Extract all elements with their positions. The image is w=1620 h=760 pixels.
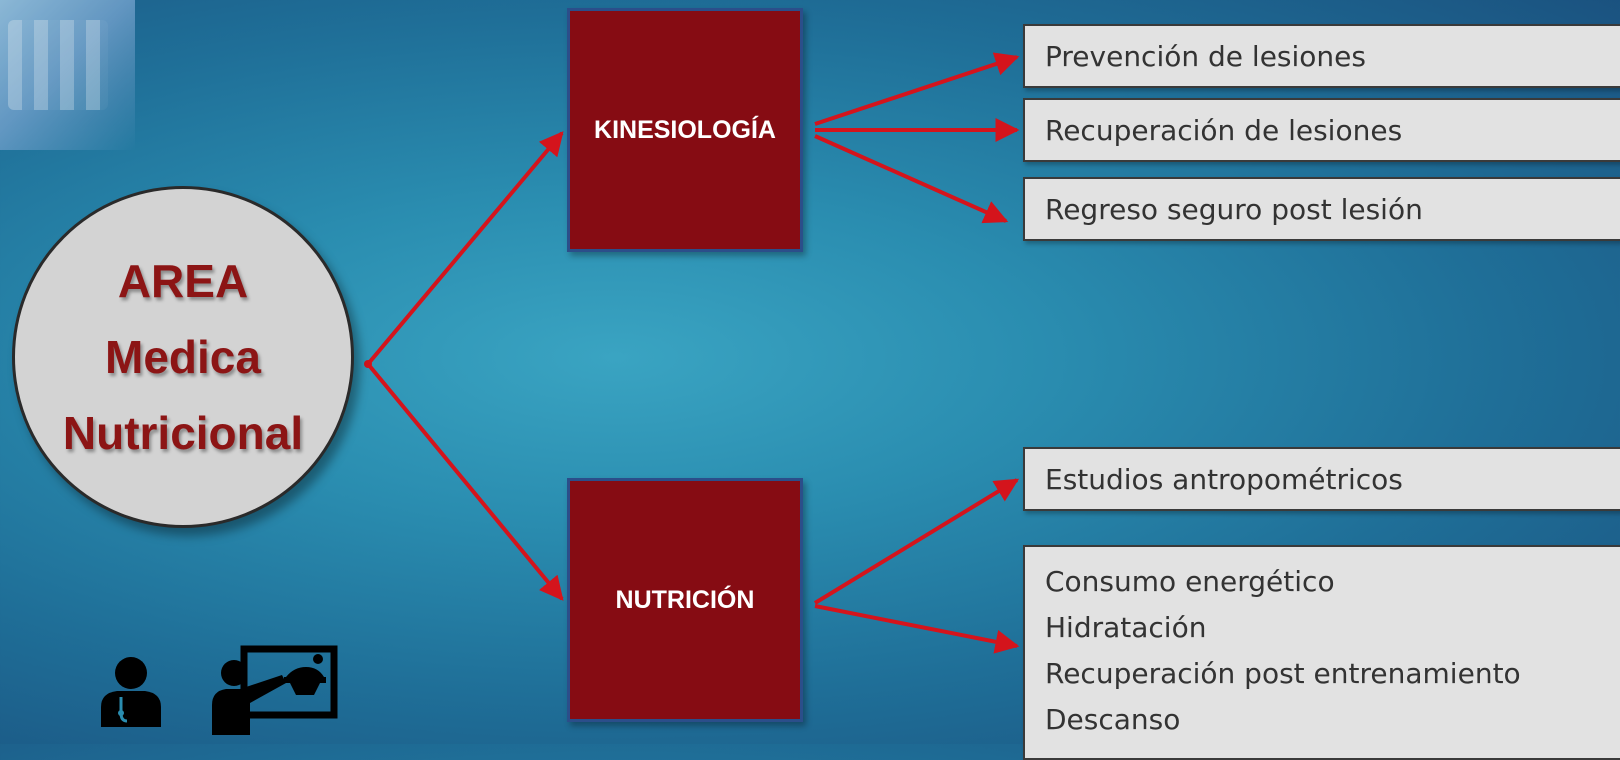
list-item: Consumo energético	[1045, 565, 1335, 598]
presentation-icon	[212, 645, 338, 735]
arrow-to-estudios	[813, 478, 1020, 605]
corner-photo	[0, 0, 135, 150]
arrow-to-consumo	[814, 604, 1020, 654]
nutricion-box: NUTRICIÓN	[567, 478, 803, 722]
item-regreso: Regreso seguro post lesión	[1023, 177, 1620, 241]
area-circle: AREA Medica Nutricional	[12, 186, 354, 528]
area-line-2: Medica	[105, 331, 261, 383]
kinesiologia-box: KINESIOLOGÍA	[567, 8, 803, 252]
nutricion-list-box: Consumo energético Hidratación Recuperac…	[1023, 545, 1620, 760]
arrow-to-nutricion	[366, 362, 564, 601]
item-prevencion: Prevención de lesiones	[1023, 24, 1620, 88]
list-item: Recuperación post entrenamiento	[1045, 657, 1521, 690]
arrow-to-regreso	[814, 134, 1009, 224]
area-line-3: Nutricional	[62, 407, 304, 459]
list-item: Descanso	[1045, 703, 1181, 736]
area-line-1: AREA	[117, 255, 249, 307]
kinesiologia-label: KINESIOLOGÍA	[594, 115, 776, 144]
arrow-to-prevencion	[814, 52, 1020, 126]
item-recuperacion: Recuperación de lesiones	[1023, 98, 1620, 162]
nutricion-label: NUTRICIÓN	[615, 585, 755, 614]
list-item: Hidratación	[1045, 611, 1207, 644]
connector-arrows	[364, 52, 1020, 654]
arrow-to-kinesiologia	[366, 131, 564, 366]
doctor-icon	[101, 657, 161, 727]
item-estudios: Estudios antropométricos	[1023, 447, 1620, 511]
